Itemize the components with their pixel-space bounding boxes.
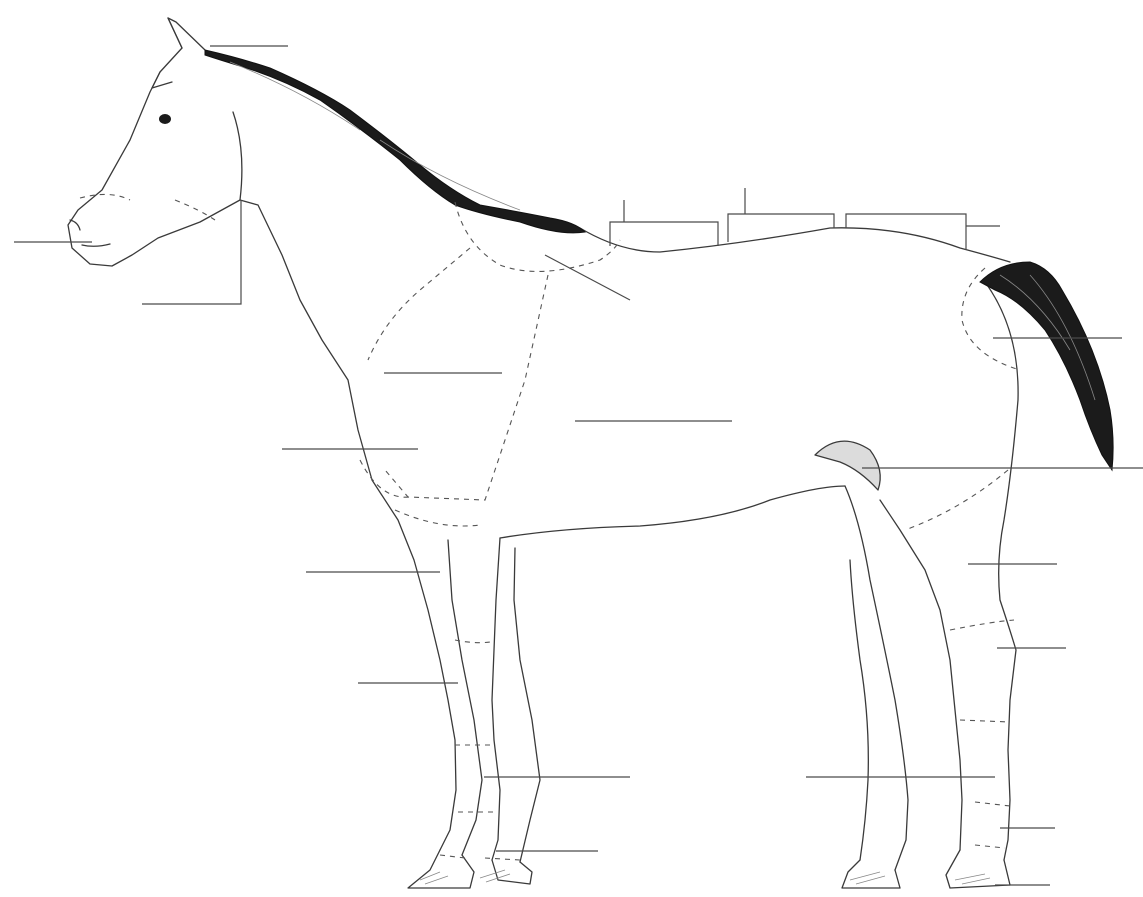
blank-withers-leader[interactable] — [545, 255, 630, 300]
blank-croup[interactable] — [846, 214, 1000, 250]
mane — [205, 50, 585, 233]
region-lines — [80, 194, 1020, 860]
eye — [159, 114, 171, 124]
tail — [980, 262, 1113, 470]
label-blanks — [14, 46, 1143, 885]
horse-outline — [68, 18, 1018, 888]
blank-loin[interactable] — [728, 188, 834, 242]
hoof-marks — [420, 870, 990, 884]
blank-back[interactable] — [610, 200, 718, 246]
blank-throatlatch[interactable] — [142, 200, 241, 304]
